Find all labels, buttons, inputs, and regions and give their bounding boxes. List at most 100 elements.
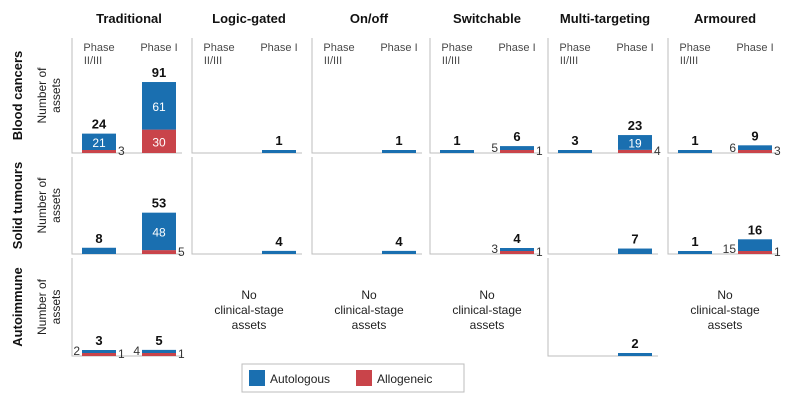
segment-label-autologous: 2 xyxy=(73,344,80,358)
panel-axis xyxy=(191,157,302,255)
segment-label-allogeneic: 4 xyxy=(654,144,661,158)
panel: 4 xyxy=(311,157,422,255)
phase-label: II/III xyxy=(442,55,460,67)
no-data-label: clinical-stage xyxy=(690,303,760,317)
segment-label-allogeneic: 1 xyxy=(536,144,543,158)
bar-segment-autologous xyxy=(500,146,534,150)
phase-label: Phase I xyxy=(260,42,297,54)
panel-axis xyxy=(71,258,182,357)
bar-total-label: 7 xyxy=(631,232,638,247)
bar-segment-allogeneic xyxy=(738,251,772,254)
no-data-label: clinical-stage xyxy=(214,303,284,317)
bar-segment-allogeneic xyxy=(500,251,534,254)
bar-total-label: 4 xyxy=(275,234,283,249)
y-axis-label-line: Number of xyxy=(35,177,49,234)
segment-label-allogeneic: 1 xyxy=(118,347,125,361)
segment-label-autologous: 48 xyxy=(152,225,166,239)
y-axis-label-line: Number of xyxy=(35,67,49,124)
bar-segment-autologous xyxy=(500,248,534,251)
bar-total-label: 4 xyxy=(513,231,521,246)
bar-total-label: 2 xyxy=(631,336,638,351)
bar-segment-allogeneic xyxy=(142,129,176,153)
bar-total-label: 3 xyxy=(571,133,578,148)
segment-label-allogeneic: 5 xyxy=(178,245,185,259)
segment-label-autologous: 19 xyxy=(628,136,642,150)
phase-label: II/III xyxy=(680,55,698,67)
bar-segment-autologous xyxy=(678,251,712,254)
legend-swatch-autologous xyxy=(249,370,265,386)
phase-label: Phase xyxy=(83,42,114,54)
no-data-label: clinical-stage xyxy=(334,303,404,317)
y-axis-label-line: assets xyxy=(49,290,63,325)
panel: 4 3 1 xyxy=(429,157,543,259)
phase-label: Phase xyxy=(559,42,590,54)
bar-total-label: 16 xyxy=(748,222,762,237)
bar-segment-autologous xyxy=(382,150,416,153)
column-title: On/off xyxy=(350,11,389,26)
segment-label-autologous: 3 xyxy=(491,242,498,256)
bar-segment-autologous xyxy=(738,145,772,150)
bar-total-label: 53 xyxy=(152,196,166,211)
segment-label-autologous: 15 xyxy=(723,242,737,256)
panel-axis xyxy=(429,157,540,255)
column-title: Traditional xyxy=(96,11,162,26)
no-data-label: clinical-stage xyxy=(452,303,522,317)
bar-segment-autologous xyxy=(558,150,592,153)
legend-label-autologous: Autologous xyxy=(270,372,330,386)
segment-label-autologous: 61 xyxy=(152,100,166,114)
y-axis-label-line: Number of xyxy=(35,278,49,335)
y-axis-label-line: assets xyxy=(49,188,63,223)
bar-total-label: 8 xyxy=(95,231,102,246)
bar-segment-autologous xyxy=(262,250,296,254)
bar-total-label: 1 xyxy=(691,133,698,148)
phase-label: II/III xyxy=(324,55,342,67)
legend: Autologous Allogeneic xyxy=(241,363,465,393)
column-title: Multi-targeting xyxy=(560,11,650,26)
segment-label-autologous: 6 xyxy=(729,141,736,155)
phase-label: Phase xyxy=(203,42,234,54)
bar-total-label: 1 xyxy=(453,133,460,148)
legend-box xyxy=(241,363,465,393)
segment-label-allogeneic: 1 xyxy=(774,245,781,259)
bar-segment-autologous xyxy=(142,212,176,251)
bar-segment-autologous xyxy=(82,350,116,353)
no-data-label: assets xyxy=(708,318,743,332)
segment-label-allogeneic: 1 xyxy=(536,245,543,259)
bar-segment-autologous xyxy=(262,150,296,153)
segment-label-autologous: 5 xyxy=(491,141,498,155)
no-data-label: No xyxy=(717,288,733,302)
y-axis-label: Number ofassets xyxy=(35,177,63,234)
phase-label: Phase I xyxy=(736,42,773,54)
column-title: Logic-gated xyxy=(212,11,286,26)
phase-label: II/III xyxy=(204,55,222,67)
segment-label-allogeneic: 30 xyxy=(152,135,166,149)
bar-segment-autologous xyxy=(738,239,772,251)
phase-label: II/III xyxy=(84,55,102,67)
bar-total-label: 5 xyxy=(155,333,162,348)
row-title: Autoimmune xyxy=(10,267,25,346)
no-data-label: No xyxy=(361,288,377,302)
bar-segment-allogeneic xyxy=(738,150,772,153)
phase-label: Phase xyxy=(679,42,710,54)
bar-total-label: 91 xyxy=(152,65,166,80)
bar-segment-autologous xyxy=(82,133,116,150)
column-title: Switchable xyxy=(453,11,521,26)
no-data-label: assets xyxy=(232,318,267,332)
bar-segment-allogeneic xyxy=(500,150,534,153)
bar-total-label: 4 xyxy=(395,234,403,249)
legend-label-allogeneic: Allogeneic xyxy=(377,372,432,386)
y-axis-label-line: assets xyxy=(49,78,63,113)
bar-segment-autologous xyxy=(618,353,652,356)
panel: 4 xyxy=(191,157,302,255)
no-data-label: No xyxy=(479,288,495,302)
